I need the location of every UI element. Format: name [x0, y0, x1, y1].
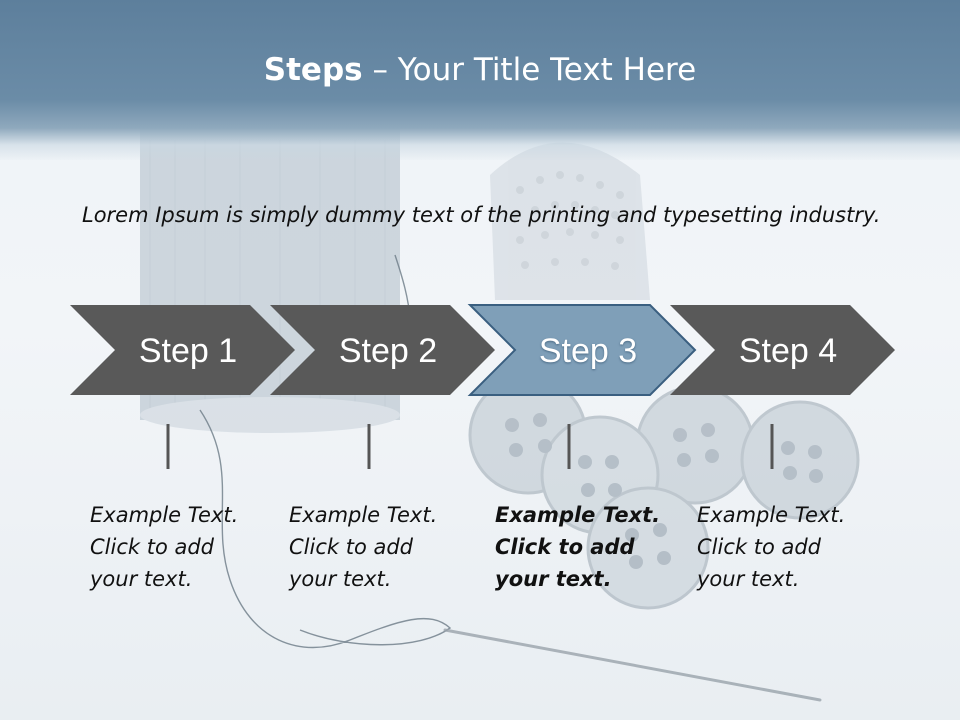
- step-4-shape: [670, 305, 895, 395]
- step-3-label: Step 3: [539, 332, 637, 370]
- step-1-description[interactable]: Example Text. Click to add your text.: [90, 499, 270, 595]
- slide-title[interactable]: Steps – Your Title Text Here: [0, 52, 960, 88]
- step-3-chevron[interactable]: Step 3: [467, 304, 697, 396]
- thimble-image: [490, 142, 650, 300]
- title-bar: [0, 0, 960, 160]
- body-text[interactable]: Lorem Ipsum is simply dummy text of the …: [82, 203, 881, 227]
- step-2-shape: [270, 305, 495, 395]
- desc-line: Example Text.: [289, 503, 438, 527]
- desc-line: Example Text.: [697, 503, 846, 527]
- sewing-buttons-image: [468, 375, 860, 610]
- desc-line: Click to add: [90, 535, 215, 559]
- desc-line: your text.: [90, 567, 193, 591]
- step-1-label: Step 1: [139, 332, 237, 370]
- step-2-description[interactable]: Example Text. Click to add your text.: [289, 499, 469, 595]
- step-1-chevron[interactable]: Step 1: [70, 305, 295, 395]
- title-rest: – Your Title Text Here: [362, 52, 697, 88]
- desc-line: Click to add: [289, 535, 414, 559]
- step-2-label: Step 2: [339, 332, 437, 370]
- desc-line: Example Text.: [90, 503, 239, 527]
- desc-line: Example Text.: [495, 503, 661, 527]
- desc-line: your text.: [289, 567, 392, 591]
- desc-line: Click to add: [697, 535, 822, 559]
- desc-line: Click to add: [495, 535, 635, 559]
- step-2-chevron[interactable]: Step 2: [270, 305, 495, 395]
- step-4-label: Step 4: [739, 332, 837, 370]
- title-bold: Steps: [263, 52, 363, 88]
- desc-line: your text.: [697, 567, 800, 591]
- step-4-chevron[interactable]: Step 4: [670, 305, 895, 395]
- step-3-shape: [467, 304, 697, 396]
- step-4-description[interactable]: Example Text. Click to add your text.: [697, 499, 877, 595]
- step-3-description[interactable]: Example Text. Click to add your text.: [495, 499, 675, 595]
- step-1-shape: [70, 305, 295, 395]
- desc-line: your text.: [495, 567, 612, 591]
- needle-image: [443, 628, 822, 702]
